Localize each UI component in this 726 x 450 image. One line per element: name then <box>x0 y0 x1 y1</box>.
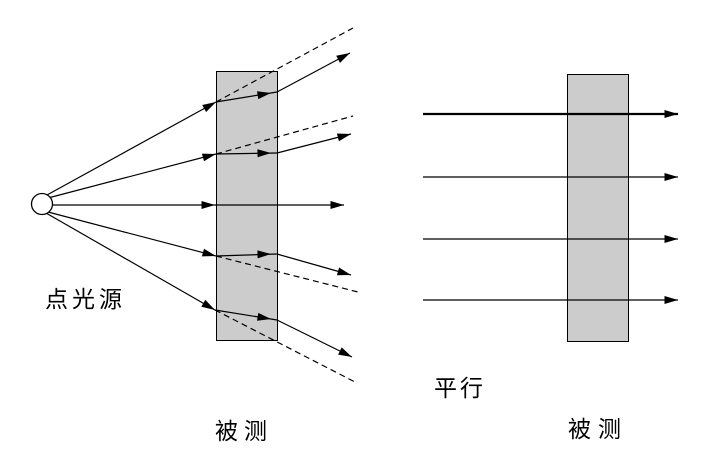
label-point-source: 点光源 <box>45 287 126 313</box>
arrowhead-icon <box>330 201 344 209</box>
ray4-incident-line <box>47 211 217 257</box>
arrowhead-icon <box>664 296 678 304</box>
arrowhead-icon <box>336 133 351 142</box>
arrowhead-icon <box>664 173 678 181</box>
label-left-material: 被测 材料 <box>215 360 273 450</box>
ray2-undeviated-line <box>215 115 354 155</box>
arrowhead-icon <box>336 267 351 276</box>
arrowhead-icon <box>201 201 215 209</box>
arrowhead-icon <box>257 91 271 100</box>
arrowhead-icon <box>664 235 678 243</box>
label-right-material: 被测 材料 <box>568 358 628 450</box>
label-parallel-source-line1: 平行 <box>434 376 486 402</box>
ray1-undeviated-line <box>215 27 354 103</box>
ray5-undeviated-line <box>214 309 356 383</box>
label-left-material-line1: 被测 <box>215 419 273 445</box>
arrowhead-icon <box>664 110 678 118</box>
ray5-incident-line <box>45 212 216 311</box>
ray1-incident-line <box>46 101 217 196</box>
label-right-material-line1: 被测 <box>568 417 628 443</box>
ray2-incident-line <box>47 153 217 199</box>
ray4-undeviated-line <box>215 255 359 293</box>
arrowhead-icon <box>257 149 271 158</box>
arrowhead-icon <box>257 250 271 259</box>
arrowhead-icon <box>201 153 216 162</box>
right-material-slab <box>567 74 629 342</box>
ray5-exit-line <box>276 319 353 358</box>
arrowhead-icon <box>338 347 352 357</box>
ray1-exit-line <box>276 52 351 93</box>
arrowhead-icon <box>201 299 215 310</box>
left-material-slab <box>216 71 278 341</box>
point-light-source <box>30 192 54 216</box>
label-parallel-source: 平行 光源 <box>434 309 486 450</box>
arrowhead-icon <box>336 53 350 63</box>
arrowhead-icon <box>201 248 216 257</box>
arrowhead-icon <box>257 312 271 321</box>
arrowhead-icon <box>202 102 216 112</box>
